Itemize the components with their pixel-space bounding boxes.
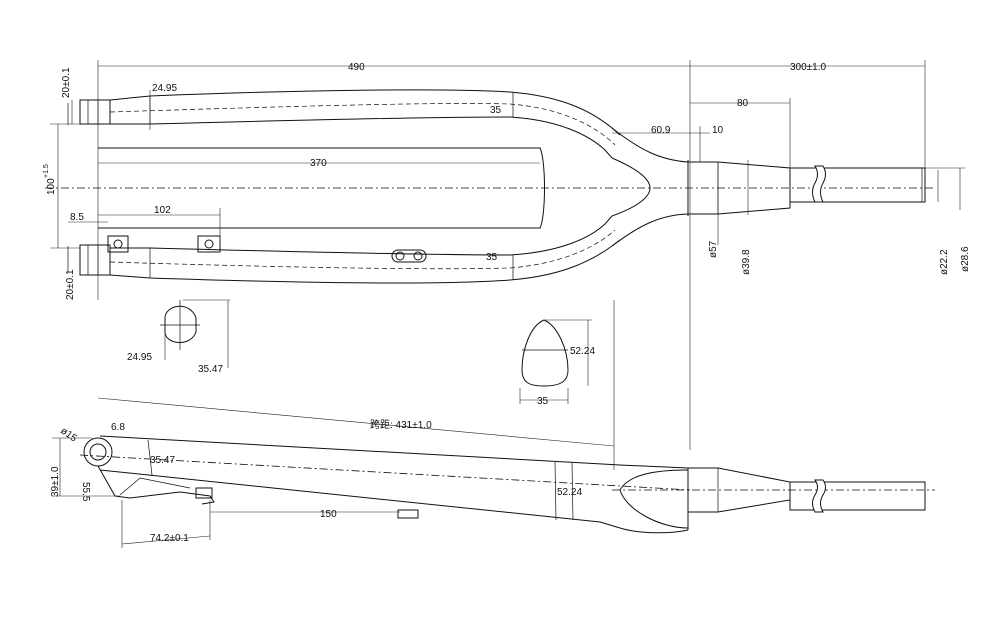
dim-20-bottom: 20±0.1 — [65, 269, 76, 300]
tire-clearance — [98, 147, 545, 229]
dim-taper-length: 80 — [737, 98, 749, 109]
dim-axle-to-crown: 跨距: 431±1.0 — [370, 419, 432, 431]
section-b: 52.24 35 — [519, 319, 595, 407]
dim-35-47: 35.47 — [198, 364, 223, 375]
crown-curve-lower — [619, 489, 689, 529]
teardrop-section — [521, 319, 569, 387]
crown-upper — [611, 127, 689, 163]
dim-35-lower: 35 — [486, 252, 498, 263]
dim-39: 39±1.0 — [50, 466, 61, 497]
dim-lower-steerer: ø39.8 — [741, 249, 752, 275]
dim-crown-ref: 10 — [712, 125, 724, 136]
lower-blade-outer — [109, 239, 621, 284]
dim-20-top: 20±0.1 — [61, 67, 72, 98]
steerer-upper — [789, 167, 926, 203]
lower-blade-inner — [110, 215, 613, 256]
dim-outer-steerer: ø28.6 — [960, 246, 971, 272]
caliper-mount — [397, 509, 419, 519]
brake-mount-slot — [391, 249, 427, 263]
dim-crown-width: 60.9 — [651, 125, 671, 136]
dim-102: 102 — [154, 205, 171, 216]
crown-arch — [611, 157, 651, 217]
dim-steerer-length: 300±1.0 — [790, 62, 827, 73]
blade-top-edge — [99, 435, 689, 469]
dropout-tab-1 — [107, 235, 129, 253]
dim-8-5: 8.5 — [70, 212, 84, 223]
oval-section — [164, 305, 197, 343]
dim-52-24-side: 52.24 — [557, 487, 582, 498]
dim-74-2: 74.2±0.1 — [150, 533, 189, 544]
top-view-dimensions: 490 300±1.0 80 60.9 10 24.95 35 35 370 1… — [43, 60, 971, 450]
side-view-dimensions: 跨距: 431±1.0 ø15 6.8 39±1.0 55.5 35.47 52… — [50, 300, 615, 548]
dim-35-upper: 35 — [490, 105, 502, 116]
dim-35-section: 35 — [537, 396, 549, 407]
steerer-break — [812, 165, 826, 203]
centerline-side — [79, 454, 691, 491]
crown-lower — [611, 213, 689, 247]
upper-dropout — [79, 99, 111, 125]
crown-curve-upper — [619, 469, 689, 491]
dim-370: 370 — [310, 158, 327, 169]
top-view — [45, 89, 935, 284]
section-a: 24.95 35.47 — [127, 299, 230, 375]
side-steerer-upper — [789, 481, 926, 511]
dim-52-24: 52.24 — [570, 346, 595, 357]
dim-55-5: 55.5 — [80, 482, 91, 502]
dim-crown-race: ø57 — [708, 240, 719, 258]
dim-35-47-side: 35.47 — [150, 455, 175, 466]
dim-24-95: 24.95 — [127, 352, 152, 363]
dim-upper-steerer: ø22.2 — [939, 249, 950, 275]
dropout-tab-2 — [197, 235, 221, 253]
dim-blade-width: 24.95 — [152, 83, 177, 94]
axle-dropout — [83, 437, 113, 467]
upper-blade-outer — [109, 89, 621, 136]
lower-dropout — [79, 244, 111, 276]
dim-6-8: 6.8 — [111, 422, 125, 433]
blade-bottom-edge — [99, 469, 689, 534]
side-view — [79, 435, 935, 534]
dim-axle-spacing: 100 — [46, 178, 57, 195]
dim-490: 490 — [348, 62, 365, 73]
dim-axle-hole: ø15 — [58, 425, 79, 444]
upper-blade-inner — [110, 116, 613, 159]
dim-axle-spacing-tol: +1.5 — [43, 164, 50, 178]
dim-150: 150 — [320, 509, 337, 520]
